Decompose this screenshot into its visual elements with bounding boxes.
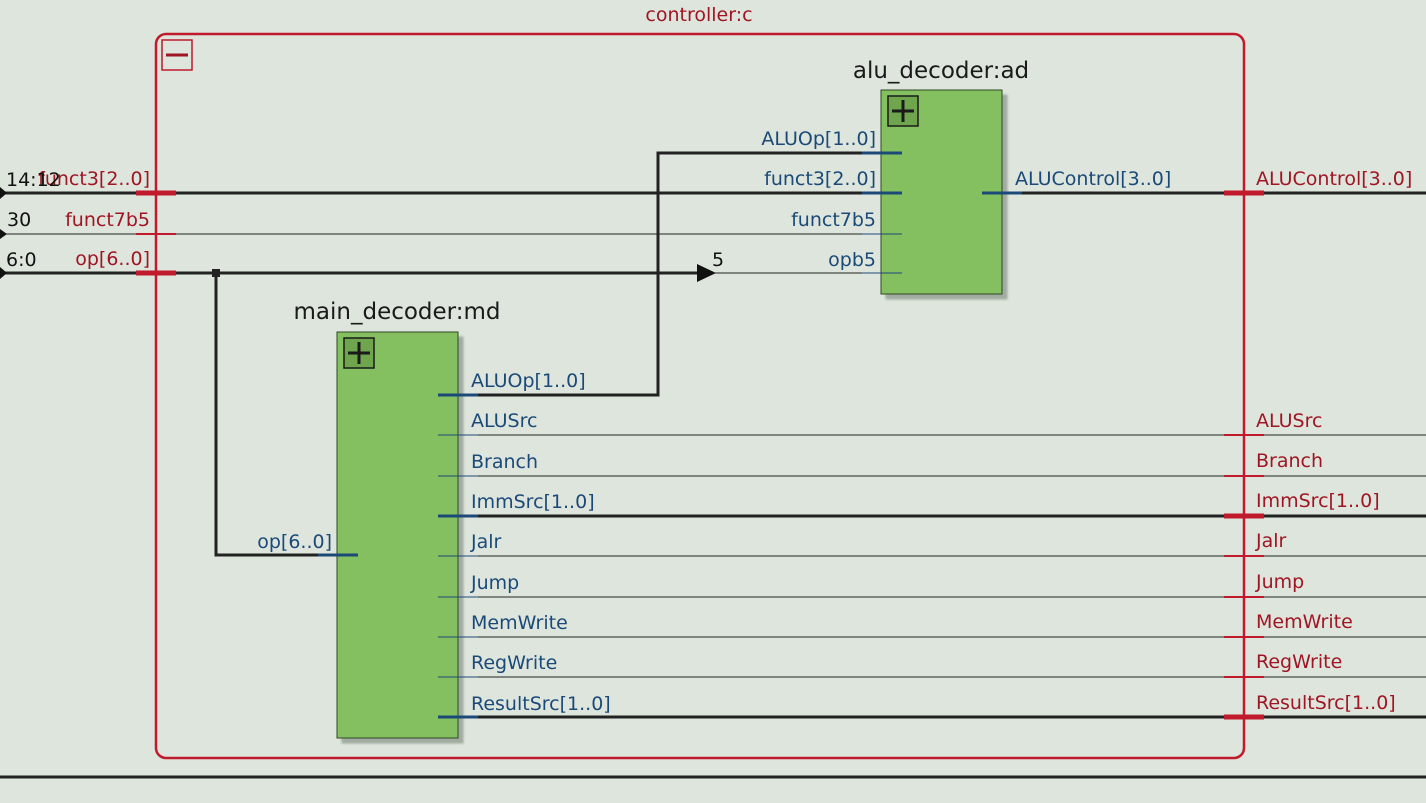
range-label-opb5: 5 bbox=[712, 249, 724, 271]
input-arrow-icon bbox=[0, 187, 7, 199]
controller-title: controller:c bbox=[645, 4, 752, 26]
alu-decoder-instance[interactable]: alu_decoder:ad ALUOp[1..0] funct3[2..0] … bbox=[761, 58, 1171, 295]
op-branch-wire[interactable] bbox=[214, 273, 356, 557]
controller-input-stubs bbox=[136, 190, 176, 276]
range-label-funct7b5: 30 bbox=[7, 209, 31, 231]
pin-funct3[interactable]: funct3[2..0] bbox=[38, 168, 150, 190]
pin-resultsrc[interactable]: ResultSrc[1..0] bbox=[1256, 692, 1396, 714]
minus-icon bbox=[161, 39, 193, 71]
port-memwrite[interactable]: MemWrite bbox=[471, 612, 568, 634]
port-alusrc[interactable]: ALUSrc bbox=[471, 410, 537, 432]
pin-branch[interactable]: Branch bbox=[1256, 450, 1323, 472]
pin-jump[interactable]: Jump bbox=[1255, 571, 1304, 593]
port-alucontrol[interactable]: ALUControl[3..0] bbox=[1015, 168, 1171, 190]
range-label-op: 6:0 bbox=[6, 249, 37, 271]
port-branch[interactable]: Branch bbox=[471, 451, 538, 473]
input-arrow-icon bbox=[0, 267, 7, 279]
port-aluop[interactable]: ALUOp[1..0] bbox=[761, 128, 876, 150]
expand-button[interactable] bbox=[343, 337, 375, 369]
pin-jalr[interactable]: Jalr bbox=[1255, 530, 1287, 552]
port-immsrc[interactable]: ImmSrc[1..0] bbox=[471, 491, 595, 513]
main-decoder-title: main_decoder:md bbox=[294, 299, 501, 325]
pin-alusrc[interactable]: ALUSrc bbox=[1256, 410, 1322, 432]
main-decoder-instance[interactable]: main_decoder:md op[6..0] ALUOp[1..0] ALU… bbox=[257, 299, 611, 739]
pin-regwrite[interactable]: RegWrite bbox=[1256, 651, 1342, 673]
port-aluop-out[interactable]: ALUOp[1..0] bbox=[471, 370, 586, 392]
controller-instance[interactable]: controller:c bbox=[154, 4, 1246, 760]
pin-alucontrol[interactable]: ALUControl[3..0] bbox=[1256, 168, 1412, 190]
main-decoder-block[interactable] bbox=[336, 331, 459, 739]
pin-funct7b5[interactable]: funct7b5 bbox=[65, 209, 150, 231]
collapse-button[interactable] bbox=[161, 39, 193, 71]
input-arrow-icon bbox=[0, 229, 7, 239]
port-opb5[interactable]: opb5 bbox=[828, 249, 876, 271]
port-funct7b5[interactable]: funct7b5 bbox=[791, 209, 876, 231]
port-jalr[interactable]: Jalr bbox=[470, 531, 502, 553]
alu-decoder-title: alu_decoder:ad bbox=[853, 58, 1029, 84]
port-jump[interactable]: Jump bbox=[470, 572, 519, 594]
pin-immsrc[interactable]: ImmSrc[1..0] bbox=[1256, 490, 1380, 512]
port-funct3[interactable]: funct3[2..0] bbox=[764, 168, 876, 190]
junction-dot bbox=[212, 269, 220, 277]
aluop-wire[interactable] bbox=[440, 151, 900, 397]
expand-button[interactable] bbox=[887, 95, 919, 127]
port-op[interactable]: op[6..0] bbox=[257, 531, 332, 553]
port-resultsrc[interactable]: ResultSrc[1..0] bbox=[471, 693, 611, 715]
bus-ripper-arrow bbox=[697, 264, 716, 282]
range-label-funct3: 14:12 bbox=[6, 169, 61, 191]
pin-op[interactable]: op[6..0] bbox=[75, 248, 150, 270]
pin-memwrite[interactable]: MemWrite bbox=[1256, 611, 1353, 633]
controller-border bbox=[154, 32, 1246, 760]
port-regwrite[interactable]: RegWrite bbox=[471, 652, 557, 674]
controller-output-stubs bbox=[1224, 190, 1264, 720]
